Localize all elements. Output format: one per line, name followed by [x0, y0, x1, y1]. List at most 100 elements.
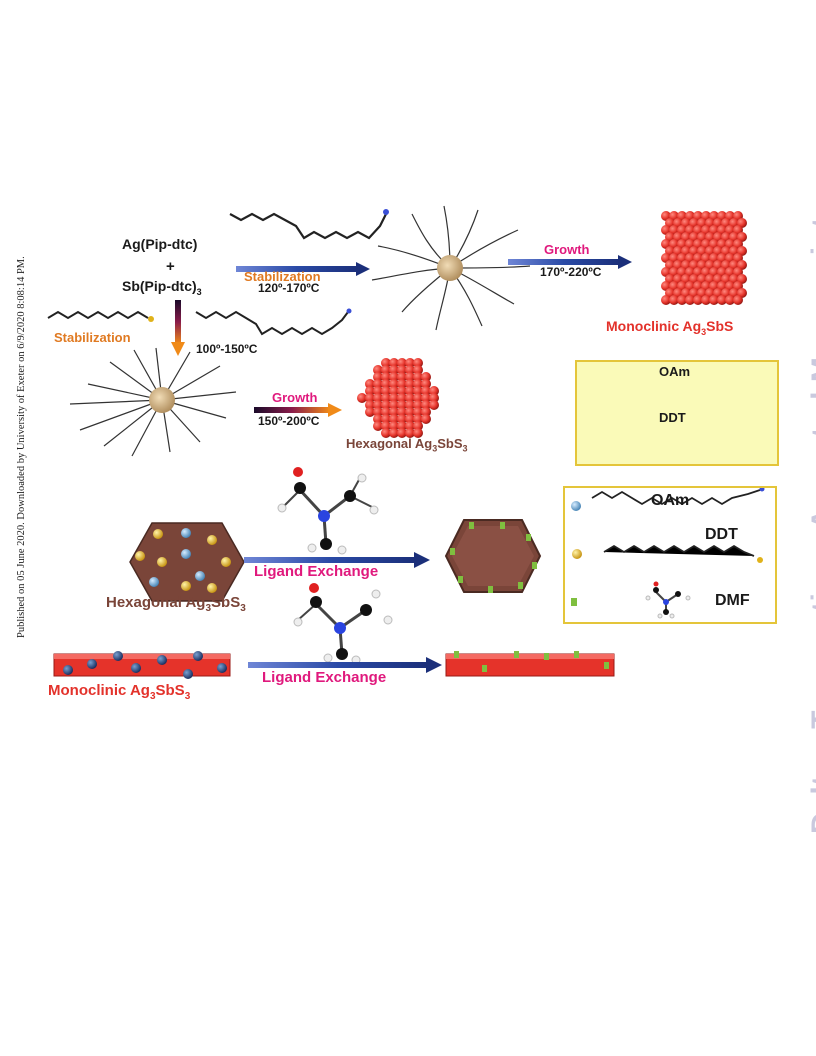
atom-sphere	[413, 393, 423, 403]
atom-sphere	[413, 386, 423, 396]
atom-sphere	[421, 407, 431, 417]
atom-sphere	[413, 421, 423, 431]
hexagonal-bottom-label: Hexagonal Ag3SbS3	[106, 594, 246, 614]
oam-chain-mid	[195, 310, 349, 336]
atom-sphere	[389, 414, 399, 424]
nanocrystal-core-top	[437, 255, 463, 281]
temp-top-label: 120º-170ºC	[258, 281, 320, 295]
atom-sphere	[373, 386, 383, 396]
atom-sphere	[421, 393, 431, 403]
stabilization-arrow-top	[236, 262, 370, 276]
thiol-end-icon	[148, 316, 154, 322]
monoclinic-nanorod-top	[661, 211, 747, 305]
atom-sphere	[373, 365, 383, 375]
key2-ddt-label: DDT	[705, 526, 738, 543]
key-box-bottom-graphics	[571, 486, 765, 619]
ligand-key-bottom: OAm DDT DMF	[563, 486, 777, 624]
atom-sphere	[381, 428, 391, 438]
atom-sphere	[373, 379, 383, 389]
atom-sphere	[717, 295, 727, 305]
dmf-molecule-2	[293, 583, 393, 665]
ligand-exchange-label-2: Ligand Exchange	[262, 669, 387, 686]
key-oam-label: OAm	[659, 364, 691, 379]
atom-sphere	[397, 393, 407, 403]
atom-sphere	[413, 428, 423, 438]
atom-sphere	[405, 386, 415, 396]
atom-sphere	[669, 295, 679, 305]
atom-sphere	[397, 358, 407, 368]
atom-sphere	[381, 372, 391, 382]
stabilization-arrow-vertical	[171, 300, 185, 356]
atom-sphere	[381, 393, 391, 403]
atom-sphere	[357, 393, 367, 403]
atom-sphere	[389, 428, 399, 438]
ligand-exchange-label-1: Ligand Exchange	[254, 563, 379, 580]
atom-sphere	[365, 393, 375, 403]
stabilization-top-label: Stabilization	[244, 269, 321, 284]
monoclinic-bottom-label: Monoclinic Ag3SbS3	[48, 682, 191, 702]
amine-end-icon	[383, 209, 389, 215]
atom-sphere	[405, 372, 415, 382]
atom-sphere	[365, 379, 375, 389]
atom-sphere	[389, 407, 399, 417]
atom-sphere	[373, 414, 383, 424]
atom-sphere	[677, 295, 687, 305]
stabilization-left-label: Stabilization	[54, 330, 131, 345]
atom-sphere	[365, 400, 375, 410]
atom-sphere	[421, 400, 431, 410]
atom-sphere	[429, 400, 439, 410]
atom-sphere	[421, 379, 431, 389]
temp-growth-bottom-label: 150º-200ºC	[258, 414, 320, 428]
atom-sphere	[397, 379, 407, 389]
atom-sphere	[725, 295, 735, 305]
atom-sphere	[389, 386, 399, 396]
atom-sphere	[405, 428, 415, 438]
ddt-chain-left	[47, 310, 149, 320]
atom-sphere	[389, 400, 399, 410]
atom-sphere	[421, 414, 431, 424]
atom-sphere	[381, 386, 391, 396]
atom-sphere	[397, 400, 407, 410]
atom-sphere	[389, 421, 399, 431]
atom-sphere	[373, 407, 383, 417]
atom-sphere	[701, 295, 711, 305]
atom-sphere	[405, 421, 415, 431]
atom-sphere	[685, 295, 695, 305]
atom-sphere	[381, 407, 391, 417]
precursor-sb: Sb(Pip-dtc)3	[122, 278, 202, 297]
hexagon-after-exchange	[444, 519, 542, 593]
atom-sphere	[397, 386, 407, 396]
atom-sphere	[693, 295, 703, 305]
atom-sphere	[397, 365, 407, 375]
key2-dmf-label: DMF	[715, 592, 750, 609]
atom-sphere	[381, 379, 391, 389]
atom-sphere	[413, 414, 423, 424]
atom-sphere	[405, 407, 415, 417]
atom-sphere	[413, 407, 423, 417]
atom-sphere	[389, 393, 399, 403]
atom-sphere	[405, 379, 415, 389]
amine-end-icon-mid	[346, 308, 352, 314]
atom-sphere	[373, 372, 383, 382]
atom-sphere	[381, 365, 391, 375]
atom-sphere	[413, 365, 423, 375]
hexagonal-nanocrystal	[357, 358, 439, 438]
atom-sphere	[389, 358, 399, 368]
growth-top-label: Growth	[544, 242, 590, 257]
atom-sphere	[661, 295, 671, 305]
atom-sphere	[381, 358, 391, 368]
atom-sphere	[405, 365, 415, 375]
dmf-molecule-1	[277, 467, 379, 555]
oam-chain-top	[229, 212, 387, 240]
hexagon-before-exchange	[129, 522, 245, 602]
atom-sphere	[413, 379, 423, 389]
atom-sphere	[373, 400, 383, 410]
atom-sphere	[429, 393, 439, 403]
temp-left-label: 100º-150ºC	[196, 342, 258, 356]
atom-sphere	[373, 421, 383, 431]
monoclinic-top-label: Monoclinic Ag3SbS	[606, 318, 734, 337]
atom-sphere	[381, 400, 391, 410]
growth-arrow-bottom	[254, 403, 342, 417]
atom-sphere	[413, 372, 423, 382]
